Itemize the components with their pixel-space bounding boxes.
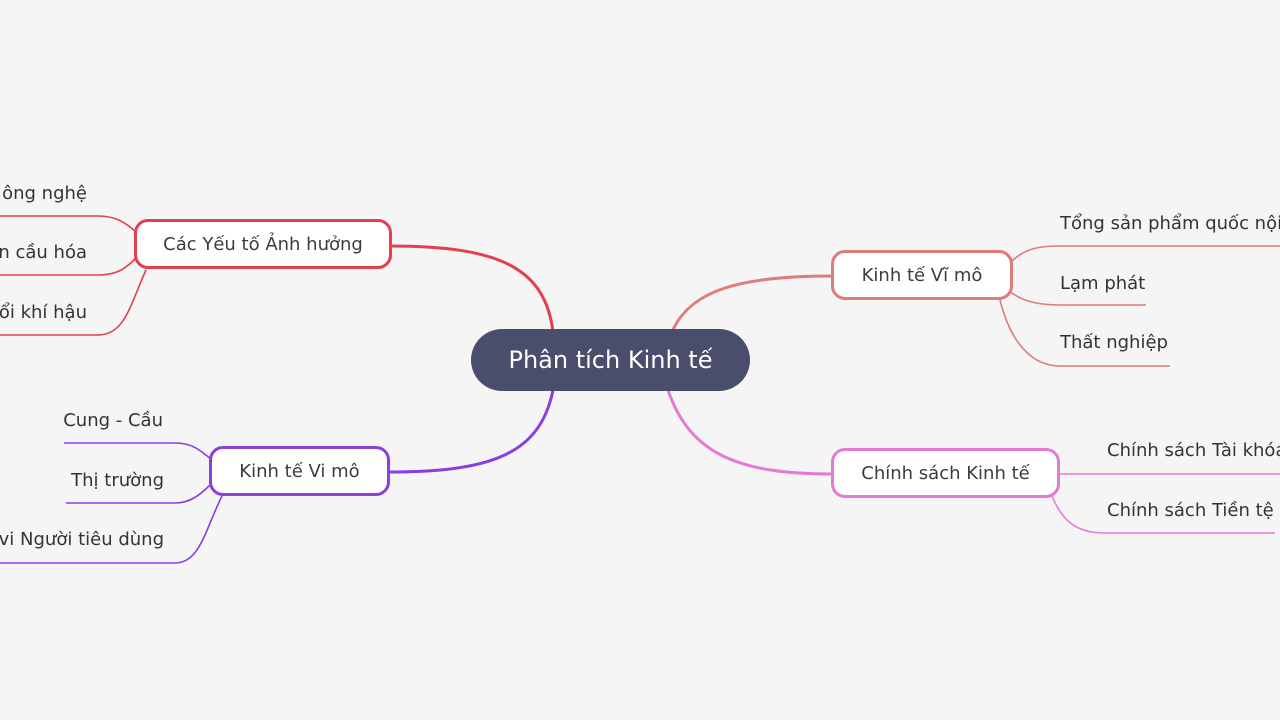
leaf-globalization[interactable]: n cầu hóa: [0, 242, 87, 263]
leaf-monetary-policy[interactable]: Chính sách Tiền tệ: [1107, 500, 1274, 521]
leaf-gdp[interactable]: Tổng sản phẩm quốc nội: [1060, 213, 1280, 234]
leaf-inflation[interactable]: Lạm phát: [1060, 273, 1146, 294]
leaf-supply-demand[interactable]: Cung - Cầu: [63, 410, 163, 431]
leaf-technology[interactable]: ông nghệ: [2, 183, 87, 204]
connector-factors-climate: [0, 269, 147, 336]
connector-micro-market: [66, 484, 211, 504]
leaf-climate-change[interactable]: ổi khí hậu: [0, 302, 87, 323]
connector-factors-global: [0, 257, 137, 276]
branch-macroeconomics[interactable]: Kinh tế Vĩ mô: [831, 250, 1013, 300]
connector-micro-consumer: [0, 495, 223, 564]
connector-root-factors: [389, 244, 555, 333]
branch-microeconomics[interactable]: Kinh tế Vi mô: [209, 446, 390, 496]
connector-macro-inflation: [1007, 289, 1146, 306]
leaf-consumer-behavior[interactable]: vi Người tiêu dùng: [0, 529, 164, 550]
connector-factors-tech: [0, 215, 137, 233]
branch-influencing-factors[interactable]: Các Yếu tố Ảnh hưởng: [134, 219, 392, 269]
connector-root-micro: [387, 389, 555, 474]
leaf-fiscal-policy[interactable]: Chính sách Tài khóa: [1107, 440, 1280, 461]
connector-root-policy: [666, 389, 833, 476]
leaf-unemployment[interactable]: Thất nghiệp: [1060, 332, 1168, 353]
connector-policy-monetary: [1051, 495, 1275, 534]
connector-macro-gdp: [1010, 245, 1280, 263]
leaf-market[interactable]: Thị trường: [71, 470, 164, 491]
connector-micro-supply: [64, 442, 213, 461]
connector-root-macro: [670, 274, 833, 333]
root-topic[interactable]: Phân tích Kinh tế: [471, 329, 750, 391]
connector-macro-unemployment: [999, 299, 1170, 367]
branch-economic-policy[interactable]: Chính sách Kinh tế: [831, 448, 1060, 498]
